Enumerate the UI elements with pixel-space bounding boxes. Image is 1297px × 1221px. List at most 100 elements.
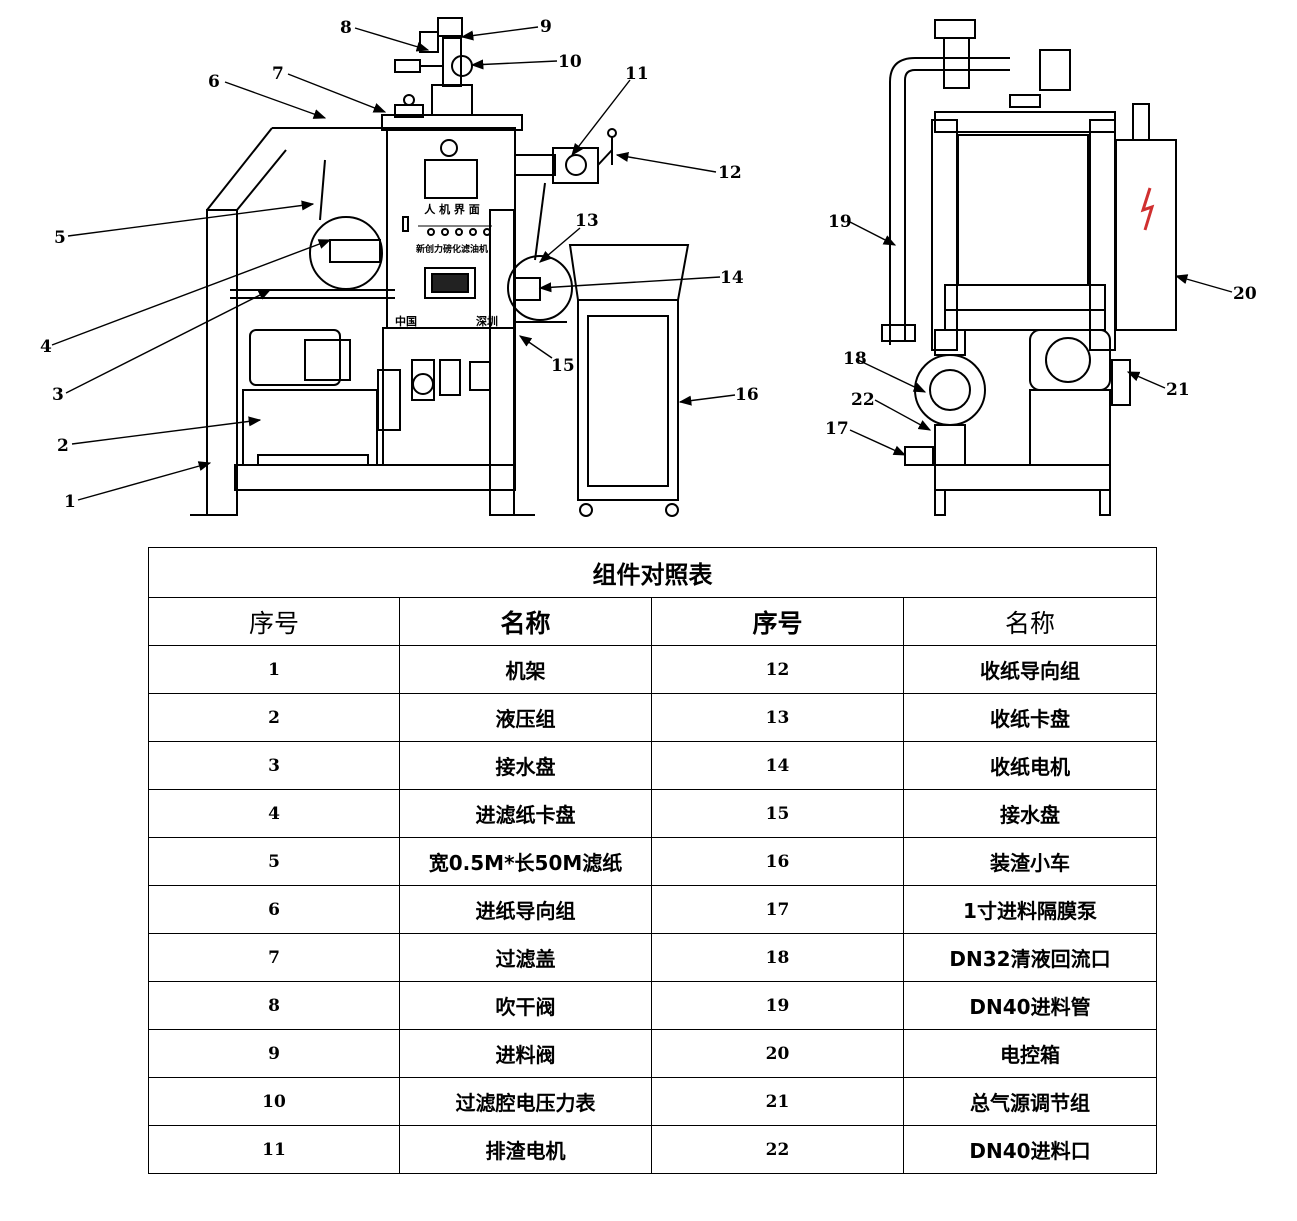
feed-pipe [881,57,1010,345]
row-number: 17 [651,885,904,934]
row-name: 装渣小车 [903,837,1157,886]
callout-9: 9 [540,17,552,37]
row-number: 14 [651,741,904,790]
row-number: 5 [148,837,400,886]
callout-numbers: 1 2 3 4 5 6 7 8 9 10 11 12 13 14 15 16 1… [40,17,1257,512]
leader-lines [51,26,1233,501]
row-number: 7 [148,933,400,982]
row-name: 接水盘 [399,741,652,790]
callout-10: 10 [558,52,582,72]
row-number: 21 [651,1077,904,1126]
machine-drawing: 人 机 界 面 新创力磅化滤油机 中国 深圳 [40,17,1257,517]
callout-2: 2 [57,436,69,456]
row-number: 13 [651,693,904,742]
row-name: 宽0.5M*长50M滤纸 [399,837,652,886]
row-number: 2 [148,693,400,742]
callout-20: 20 [1233,284,1257,304]
row-number: 4 [148,789,400,838]
row-name: 进纸导向组 [399,885,652,934]
hydraulic-unit [242,329,401,466]
callout-5: 5 [54,228,66,248]
row-name: 总气源调节组 [903,1077,1157,1126]
origin-right-label: 深圳 [476,314,498,328]
row-name: 过滤腔电压力表 [399,1077,652,1126]
hmi-label: 人 机 界 面 [424,202,480,216]
row-number: 6 [148,885,400,934]
row-number: 10 [148,1077,400,1126]
row-name: 收纸卡盘 [903,693,1157,742]
callout-18: 18 [843,349,867,369]
side-view [881,19,1177,516]
control-cabinet [381,94,523,329]
row-name: 液压组 [399,693,652,742]
callout-21: 21 [1166,380,1190,400]
paper-chuck-in [309,216,383,290]
row-number: 8 [148,981,400,1030]
take-up-assembly [507,128,617,323]
row-number: 22 [651,1125,904,1174]
row-name: 机架 [399,645,652,694]
callout-14: 14 [720,268,744,288]
row-name: 电控箱 [903,1029,1157,1078]
callout-6: 6 [208,72,220,92]
callout-7: 7 [272,64,284,84]
row-name: 接水盘 [903,789,1157,838]
row-name: DN40进料口 [903,1125,1157,1174]
callout-1: 1 [64,492,76,512]
row-number: 12 [651,645,904,694]
row-number: 11 [148,1125,400,1174]
row-name: 排渣电机 [399,1125,652,1174]
row-number: 19 [651,981,904,1030]
header-name-right: 名称 [903,597,1157,646]
row-name: DN40进料管 [903,981,1157,1030]
row-number: 3 [148,741,400,790]
callout-8: 8 [340,18,352,38]
row-name: 收纸电机 [903,741,1157,790]
brand-label: 新创力磅化滤油机 [416,243,488,255]
electric-box [1115,103,1177,331]
slag-cart [568,244,690,517]
callout-3: 3 [52,385,64,405]
row-name: 收纸导向组 [903,645,1157,694]
callout-22: 22 [851,390,875,410]
row-number: 15 [651,789,904,838]
callout-19: 19 [828,212,852,232]
callout-13: 13 [575,211,599,231]
callout-15: 15 [551,356,575,376]
callout-16: 16 [735,385,759,405]
row-number: 1 [148,645,400,694]
front-view [190,17,690,517]
row-name: 吹干阀 [399,981,652,1030]
origin-left-label: 中国 [395,314,417,328]
row-number: 16 [651,837,904,886]
table-caption-row: 组件对照表 [148,547,1157,598]
callout-11: 11 [625,64,649,84]
row-name: 进料阀 [399,1029,652,1078]
table-title: 组件对照表 [148,547,1157,598]
callout-17: 17 [825,419,849,439]
header-number-left: 序号 [148,597,400,646]
header-name-left: 名称 [399,597,652,646]
callout-4: 4 [40,337,52,357]
row-name: 进滤纸卡盘 [399,789,652,838]
row-name: DN32清液回流口 [903,933,1157,982]
row-number: 9 [148,1029,400,1078]
header-number-right: 序号 [651,597,904,646]
row-name: 1寸进料隔膜泵 [903,885,1157,934]
table-header-row: 序号 名称 序号 名称 [148,597,1157,646]
callout-12: 12 [718,163,742,183]
row-number: 20 [651,1029,904,1078]
